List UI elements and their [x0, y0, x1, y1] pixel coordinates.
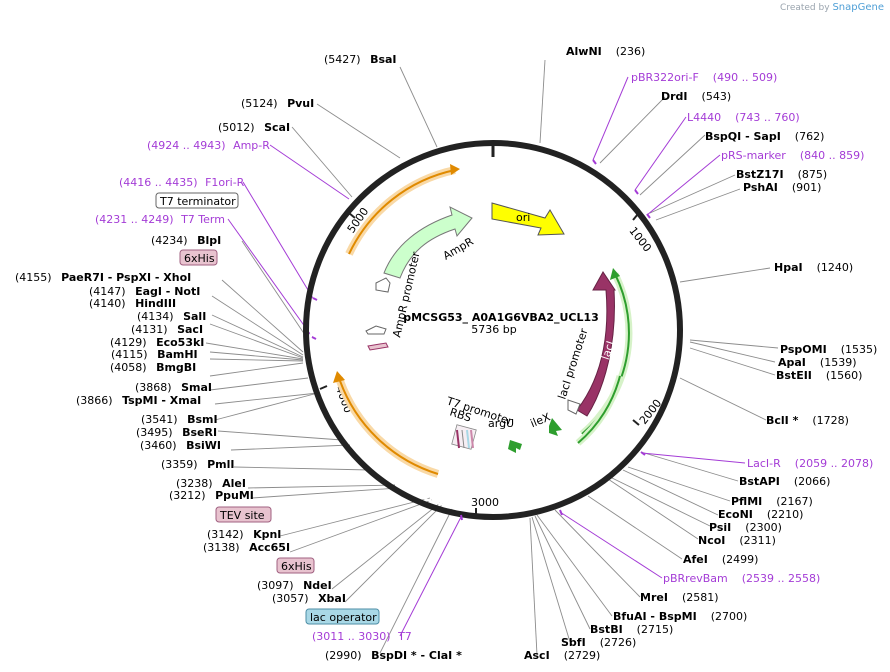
his-tag-box-2: [276, 557, 315, 574]
label-bsiwi: (3460) BsiWI: [140, 439, 221, 452]
credit-prefix: Created by: [780, 3, 830, 13]
label-apai: ApaI(1539): [778, 356, 856, 369]
enzyme-lines: [205, 59, 779, 656]
label-hindiii: (4140) HindIII: [89, 297, 176, 310]
laci-label: lacI: [599, 339, 617, 361]
label-mrei: MreI(2581): [640, 591, 719, 604]
lac-operator-box: [305, 608, 380, 625]
label-eagi: (4147) EagI - NotI: [89, 285, 200, 298]
snapgene-credit: Created by SnapGene: [780, 2, 884, 13]
snapgene-brand: SnapGene: [832, 2, 884, 13]
label-tspmi: (3866) TspMI - XmaI: [76, 394, 201, 407]
label-scai: (5012) ScaI: [218, 121, 290, 134]
laci-promoter-arrow: [567, 399, 581, 415]
label-lacir: LacI-R(2059 .. 2078): [747, 457, 873, 470]
lower-orange-arc: [333, 371, 440, 478]
argu-label: argU: [488, 417, 514, 430]
label-hpai: HpaI(1240): [774, 261, 853, 274]
t7-terminator-text: T7 terminator: [159, 195, 236, 208]
label-bcli: BclI *(1728): [766, 414, 849, 427]
label-bamhi: (4115) BamHI: [111, 348, 198, 361]
label-eco53ki: (4129) Eco53kI: [110, 336, 204, 349]
label-psii: PsiI(2300): [709, 521, 782, 534]
label-pshai: PshAI(901): [743, 181, 821, 194]
argu-arrow: [508, 440, 522, 453]
lac-operator-text: lac operator: [310, 611, 377, 624]
tev-site-text: TEV site: [219, 509, 265, 522]
f1ori-arrow: [345, 164, 460, 256]
t7-terminator-glyph: [365, 325, 387, 335]
label-ncoi: NcoI(2311): [698, 534, 776, 547]
label-pflmi: PflMI(2167): [731, 495, 813, 508]
label-alwni: AlwNI(236): [566, 45, 645, 58]
label-blpi: (4234) BlpI: [151, 234, 221, 247]
his-tag-glyph: [367, 342, 389, 351]
label-kpni: (3142) KpnI: [207, 528, 281, 541]
label-prs: pRS-marker(840 .. 859): [721, 149, 864, 162]
ilex-arrow: [549, 418, 562, 436]
label-f1ori: (4416 .. 4435) F1ori-R: [119, 176, 245, 189]
label-afei: AfeI(2499): [683, 553, 758, 566]
label-bfuai: BfuAI - BspMI(2700): [613, 610, 747, 623]
label-pspomi: PspOMI(1535): [780, 343, 877, 356]
label-drdi: DrdI(543): [661, 90, 731, 103]
label-bsmi: (3541) BsmI: [141, 413, 218, 426]
label-acc65i: (3138) Acc65I: [203, 541, 290, 554]
label-bstbi: BstBI(2715): [590, 623, 673, 636]
plasmid-length: 5736 bp: [471, 323, 516, 336]
label-bsteii: BstEII(1560): [776, 369, 862, 382]
label-ndei: (3097) NdeI: [257, 579, 332, 592]
label-pmli: (3359) PmlI: [161, 458, 234, 471]
label-smai: (3868) SmaI: [135, 381, 212, 394]
label-pvui: (5124) PvuI: [241, 97, 314, 110]
label-sali: (4134) SalI: [137, 310, 206, 323]
plasmid-name: pMCSG53_ A0A1G6VBA2_UCL13: [403, 311, 599, 324]
label-bstz17i: BstZ17I(875): [736, 168, 827, 181]
label-alei: (3238) AleI: [176, 477, 246, 490]
label-ppumi: (3212) PpuMI: [169, 489, 254, 502]
his-tag-text-1: 6xHis: [184, 252, 215, 265]
label-xbai: (3057) XbaI: [272, 592, 346, 605]
label-saci: (4131) SacI: [131, 323, 203, 336]
label-econi: EcoNI(2210): [718, 508, 803, 521]
green-arc-lower: [575, 375, 624, 446]
ori-arrow: [491, 202, 565, 236]
label-bseri: (3495) BseRI: [136, 426, 217, 439]
tick-marks: [319, 212, 640, 516]
primer-markers: [311, 159, 651, 521]
rbs-label: RBS: [448, 405, 473, 424]
tev-site-box: [215, 506, 272, 523]
laci-arrow: [576, 271, 616, 417]
laci-promoter-label: lacI promoter: [555, 326, 590, 400]
ori-label: ori: [516, 211, 530, 224]
ampr-promoter-arrow: [375, 277, 391, 293]
label-t7term-primer: (4231 .. 4249) T7 Term: [95, 213, 225, 226]
label-paer7i: (4155) PaeR7I - PspXI - XhoI: [15, 271, 191, 284]
label-asci: AscI(2729): [524, 649, 600, 662]
label-ampr-primer: (4924 .. 4943) Amp-R: [147, 139, 270, 152]
label-bsai: (5427) BsaI: [324, 53, 397, 66]
his-tag-box-1: [179, 249, 218, 266]
label-pbrrev: pBRrevBam(2539 .. 2558): [663, 572, 820, 585]
label-bmgbi: (4058) BmgBI: [110, 361, 196, 374]
mcs-cluster: [451, 424, 477, 450]
label-pbr322: pBR322ori-F(490 .. 509): [631, 71, 777, 84]
ampr-label: AmpR: [441, 235, 476, 263]
his-tag-text-2: 6xHis: [281, 560, 312, 573]
label-bspqi: BspQI - SapI(762): [705, 130, 824, 143]
label-bstapi: BstAPI(2066): [739, 475, 830, 488]
label-t7-primer: (3011 .. 3030) T7: [312, 630, 412, 643]
label-l4440: L4440(743 .. 760): [687, 111, 800, 124]
t7-terminator-box: [155, 192, 239, 209]
primer-lines: [227, 76, 746, 637]
label-sbfi: SbfI(2726): [561, 636, 636, 649]
label-bspdi: (2990) BspDI * - ClaI *: [325, 649, 462, 662]
tick-label-3000: 3000: [471, 496, 499, 509]
ampr-arrow: [383, 206, 473, 279]
